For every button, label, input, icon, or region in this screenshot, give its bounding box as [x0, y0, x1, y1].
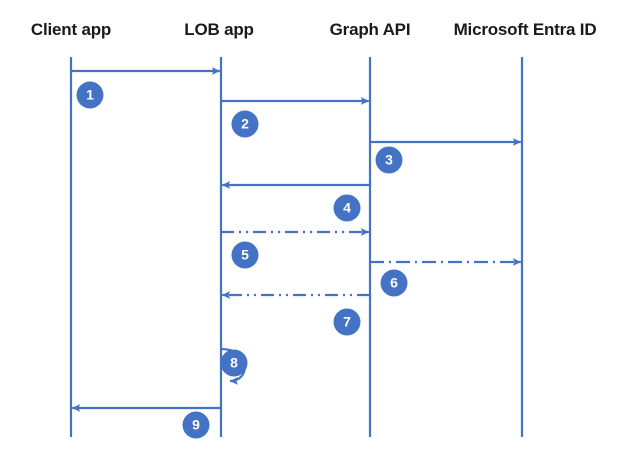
- step-badge-5: 5: [231, 241, 259, 269]
- participant-label-microsoft-entra-id: Microsoft Entra ID: [453, 20, 597, 39]
- step-badge-3: 3: [375, 146, 403, 174]
- step-badge-9: 9: [182, 411, 210, 439]
- step-badge-8: 8: [220, 349, 248, 377]
- participant-label-lob-app: LOB app: [184, 20, 254, 39]
- step-badge-7: 7: [333, 308, 361, 336]
- participant-label-graph-api: Graph API: [329, 20, 411, 39]
- participant-label-client-app: Client app: [30, 20, 112, 39]
- step-badge-4: 4: [333, 194, 361, 222]
- messages-group: [71, 67, 521, 412]
- step-badge-6: 6: [380, 269, 408, 297]
- step-badge-2: 2: [231, 110, 259, 138]
- step-badge-1: 1: [76, 81, 104, 109]
- lifelines-group: [69, 57, 524, 437]
